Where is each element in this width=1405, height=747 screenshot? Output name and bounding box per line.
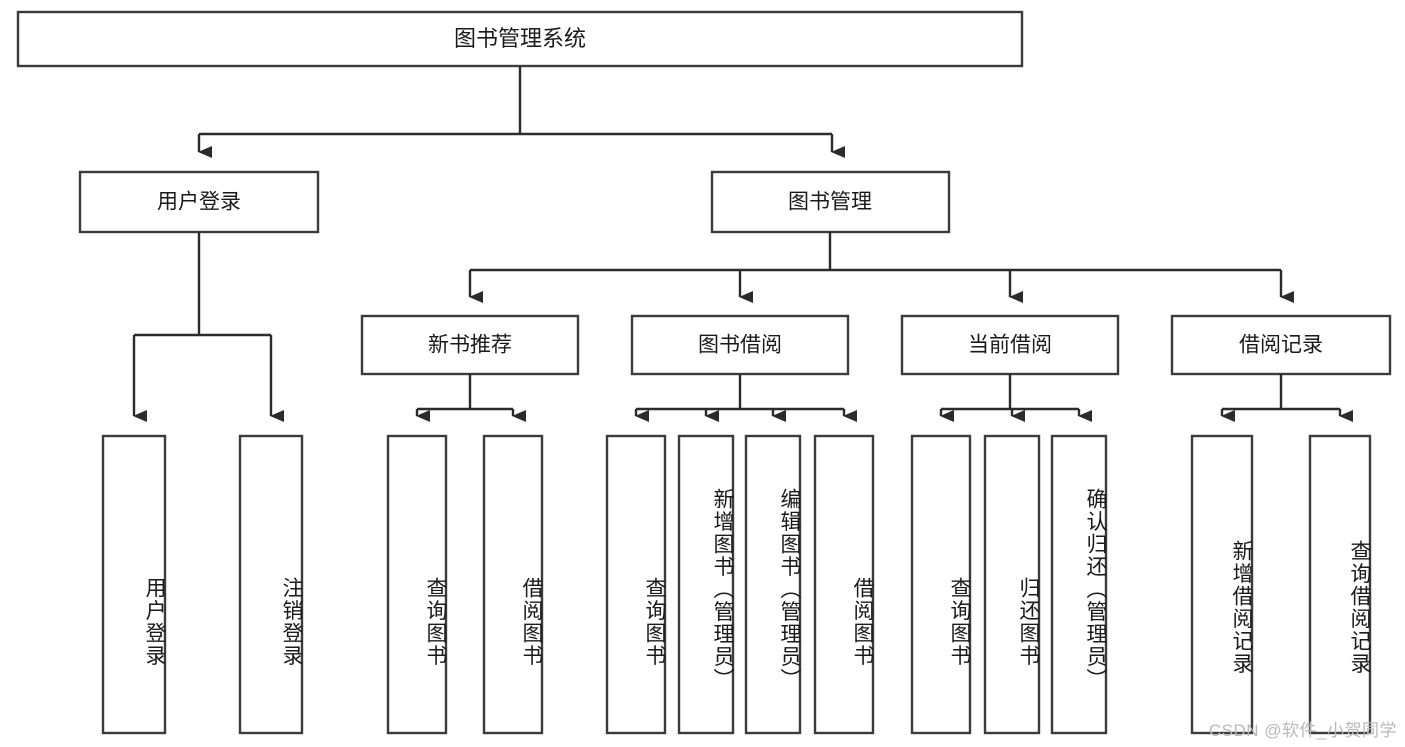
node-book-management-label: 图书管理 <box>788 191 872 214</box>
leaf-box-edit-book-admin[interactable] <box>744 434 802 735</box>
node-book-borrow-label: 图书借阅 <box>698 334 782 357</box>
node-current-borrow-label: 当前借阅 <box>968 334 1052 357</box>
node-borrow-record-label: 借阅记录 <box>1239 334 1323 357</box>
node-borrow-record[interactable]: 借阅记录 <box>1170 314 1392 376</box>
node-current-borrow[interactable]: 当前借阅 <box>900 314 1120 376</box>
node-root[interactable]: 图书管理系统 <box>16 10 1024 68</box>
node-root-label: 图书管理系统 <box>454 26 586 51</box>
leaf-box-query-book-borrow[interactable] <box>605 434 667 735</box>
leaf-box-add-book-admin[interactable] <box>677 434 735 735</box>
leaf-box-borrow-book[interactable] <box>813 434 875 735</box>
node-book-management[interactable]: 图书管理 <box>710 170 951 234</box>
edge-book-management-to-level3 <box>468 232 1294 303</box>
node-user-login-label: 用户登录 <box>157 191 241 214</box>
edge-user-login-to-leaves <box>132 232 284 422</box>
edge-root-to-bus <box>197 66 845 158</box>
node-new-book-recommend[interactable]: 新书推荐 <box>360 314 580 376</box>
leaf-box-confirm-return-admin[interactable] <box>1050 434 1108 735</box>
leaf-box-query-book-recommend[interactable] <box>386 434 448 735</box>
edge-borrow-record-to-leaves <box>1220 374 1353 422</box>
node-new-book-recommend-label: 新书推荐 <box>428 334 512 357</box>
node-user-login[interactable]: 用户登录 <box>78 170 320 234</box>
edge-current-borrow-to-leaves <box>939 374 1092 422</box>
leaf-box-user-login[interactable] <box>101 434 167 735</box>
leaf-box-logout[interactable] <box>238 434 304 735</box>
leaf-box-query-borrow-record[interactable] <box>1308 434 1372 735</box>
csdn-watermark: CSDN @软件_小贺同学 <box>1208 721 1397 740</box>
edge-new-book-recommend-to-leaves <box>415 374 526 422</box>
leaf-box-return-book[interactable] <box>983 434 1041 735</box>
leaf-box-query-book-current[interactable] <box>910 434 972 735</box>
leaf-box-add-borrow-record[interactable] <box>1190 434 1254 735</box>
node-book-borrow[interactable]: 图书借阅 <box>630 314 850 376</box>
edge-book-borrow-to-leaves <box>634 374 857 422</box>
leaf-box-borrow-book-recommend[interactable] <box>482 434 544 735</box>
